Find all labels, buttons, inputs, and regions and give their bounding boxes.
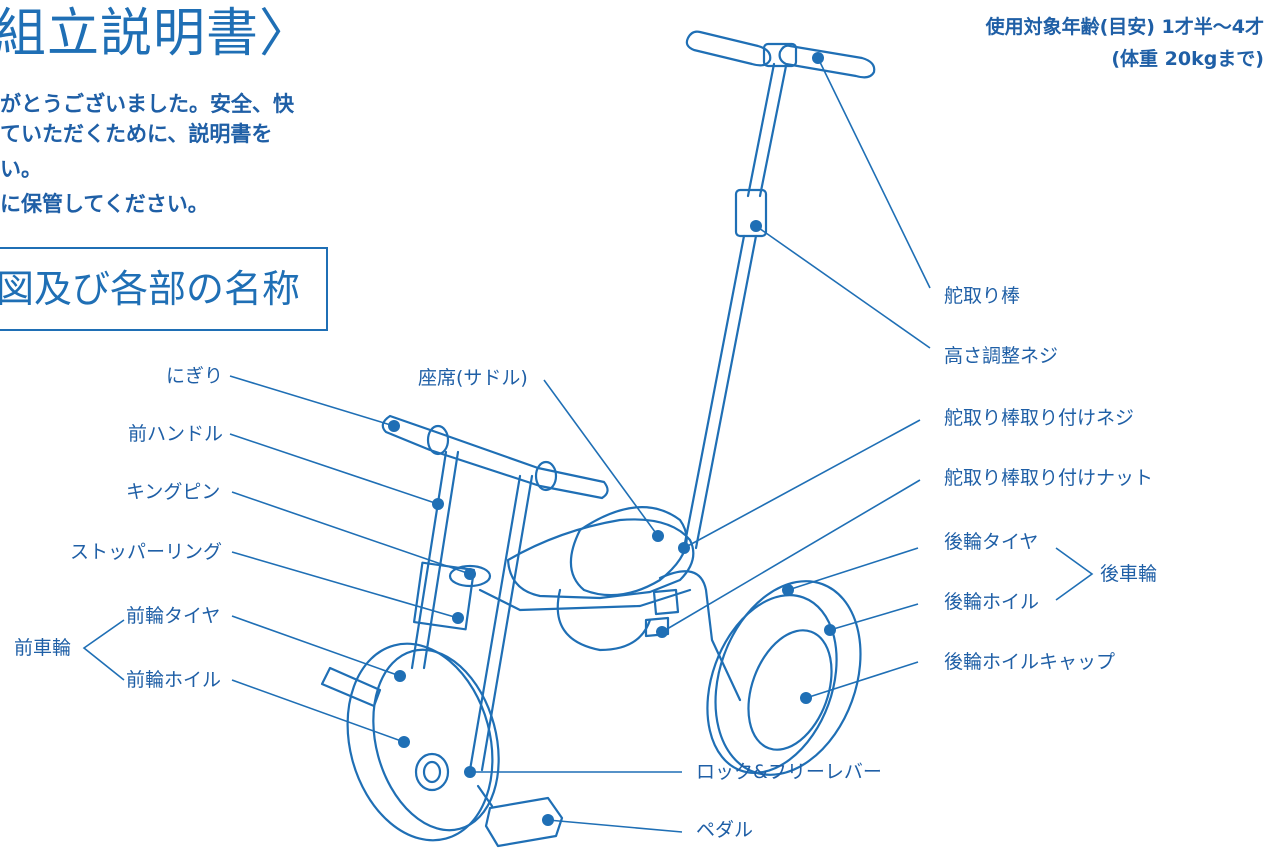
dot-stopper-ring [452,612,464,624]
label-ato-cap: 後輪ホイルキャップ [944,651,1116,673]
label-kaji-bou: 舵取り棒 [944,285,1021,307]
label-mae-handle: 前ハンドル [128,423,224,445]
section-heading-box: 図及び各部の名称 [0,247,328,331]
label-kaji-neji: 舵取り棒取り付けネジ [944,407,1135,429]
intro-line-2: ていただくために、説明書を [0,122,273,146]
label-zaseki: 座席(サドル) [418,367,528,389]
label-lock-lever: ロック&フリーレバー [696,761,882,783]
label-ato-tire: 後輪タイヤ [944,531,1039,553]
front-handlebar [381,414,609,500]
label-ato-sharin: 後車輪 [1100,563,1158,585]
label-nigiri: にぎり [166,365,224,387]
dot-kaji-neji [678,542,690,554]
label-kaji-nut: 舵取り棒取り付けナット [944,467,1154,489]
label-ato-wheel: 後輪ホイル [944,591,1040,613]
dot-nigiri [388,420,400,432]
dot-mae-handle [432,498,444,510]
dot-takasa-neji [750,220,762,232]
frame [448,518,742,702]
intro-line-1: がとうございました。安全、快 [0,92,294,116]
dot-lock [464,766,476,778]
dot-kingpin [464,568,476,580]
steering-handle-grip [685,30,876,79]
dot-zaseki [652,530,664,542]
steering-nut [652,588,680,616]
dot-mae-wheel [398,736,410,748]
dot-kaji-nut [656,626,668,638]
dot-kaji-bou [812,52,824,64]
intro-line-4: に保管してください。 [0,192,209,216]
intro-line-3: い。 [0,157,42,181]
dot-pedal [542,814,554,826]
section-heading: 図及び各部の名称 [0,267,301,311]
pedal [320,666,564,848]
age-range: 使用対象年齢(目安) 1才半〜4才 [985,16,1264,38]
label-mae-tire: 前輪タイヤ [126,605,221,627]
page-title: 組立説明書〉 [0,4,313,64]
rear-wheel [706,580,862,776]
front-wheel [346,642,500,842]
steering-pole [682,62,788,550]
label-pedal: ペダル [696,819,754,841]
seat [556,506,688,652]
label-takasa-neji: 高さ調整ネジ [944,345,1059,367]
dot-ato-wheel [824,624,836,636]
dot-ato-cap [800,692,812,704]
weight-limit: (体重 20kgまで) [1111,48,1264,70]
front-fork [410,450,534,772]
dot-mae-tire [394,670,406,682]
label-stopper-ring: ストッパーリング [70,541,223,563]
label-mae-wheel: 前輪ホイル [126,669,222,691]
label-mae-sharin: 前車輪 [14,637,72,659]
label-kingpin: キングピン [126,481,221,503]
dot-ato-tire [782,584,794,596]
